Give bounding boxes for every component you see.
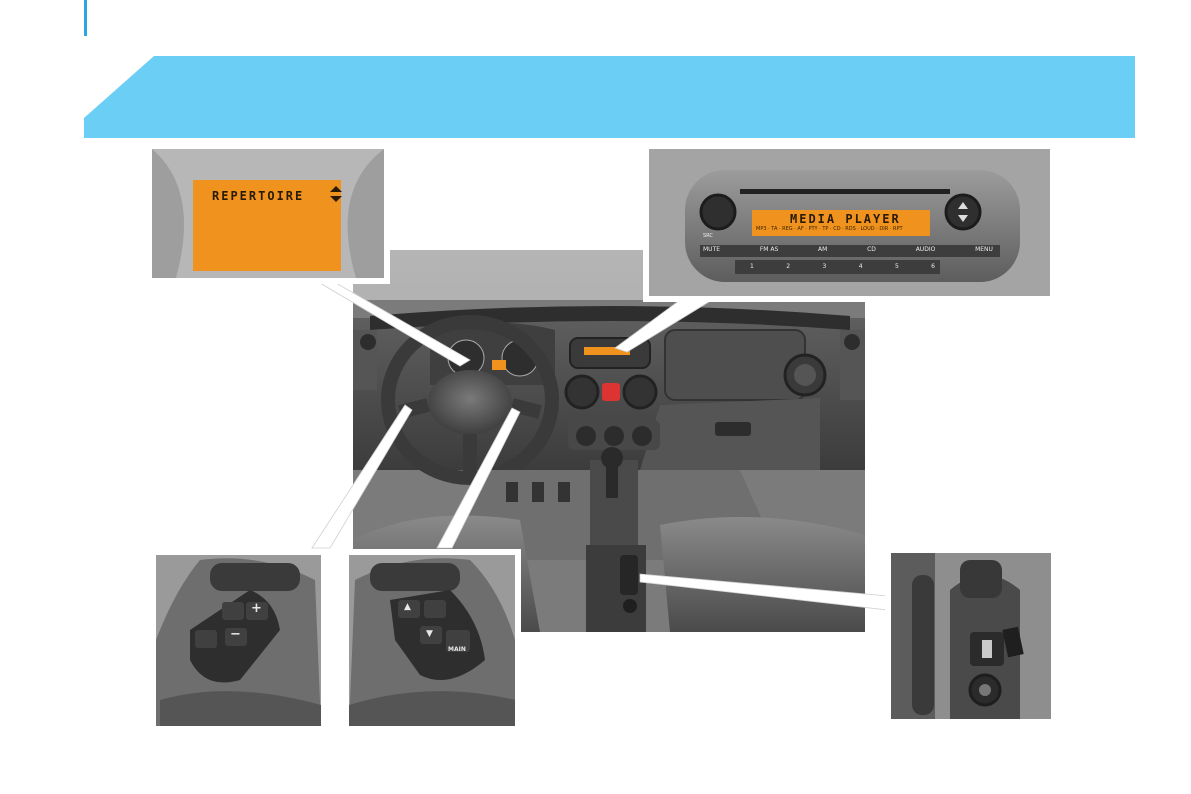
radio-top-buttons: MUTE FM AS AM CD AUDIO MENU (703, 246, 993, 253)
am-button[interactable]: AM (818, 246, 828, 253)
steering-down-label[interactable]: ▼ (426, 629, 433, 639)
down-arrow-icon (330, 196, 342, 202)
main-label[interactable]: MAIN (448, 646, 466, 653)
section-marker (84, 0, 87, 36)
radio-status-line: MP3 · TA · REG · AF · PTY · TP · CD · RD… (756, 226, 903, 232)
volume-plus-label[interactable]: + (251, 601, 262, 616)
down-icon (958, 215, 968, 222)
steering-up-label[interactable]: ▲ (404, 602, 411, 612)
radio-preset-buttons: 1 2 3 4 5 6 (750, 263, 935, 270)
audio-button[interactable]: AUDIO (915, 246, 936, 253)
up-arrow-icon (330, 186, 342, 192)
fm-button[interactable]: FM AS (759, 246, 779, 253)
aux-socket-panel (885, 547, 1057, 725)
steering-left-panel (150, 549, 327, 732)
volume-minus-label[interactable]: − (230, 627, 241, 642)
preset-6-button[interactable]: 6 (931, 263, 935, 270)
steering-right-panel (343, 549, 521, 732)
preset-3-button[interactable]: 3 (822, 263, 827, 270)
mute-button[interactable]: MUTE (703, 246, 721, 253)
menu-button[interactable]: MENU (975, 246, 993, 253)
preset-2-button[interactable]: 2 (786, 263, 791, 270)
instrument-display-text: REPERTOIRE (212, 189, 305, 203)
cd-button[interactable]: CD (867, 246, 876, 253)
radio-panel (643, 143, 1056, 302)
radio-src-label: SRC (703, 233, 713, 239)
radio-display-text: MEDIA PLAYER (790, 212, 901, 226)
preset-4-button[interactable]: 4 (858, 263, 863, 270)
preset-5-button[interactable]: 5 (894, 263, 899, 270)
up-icon (958, 202, 968, 209)
instrument-display-panel (146, 143, 390, 284)
preset-1-button[interactable]: 1 (750, 263, 754, 270)
